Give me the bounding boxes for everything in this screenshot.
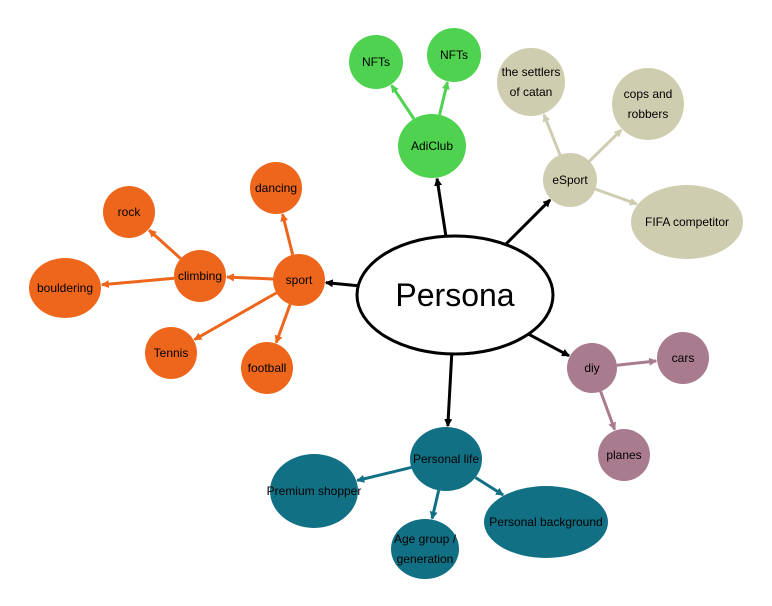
node-planes (598, 429, 650, 481)
node-sport (273, 254, 325, 306)
node-nfts1 (349, 35, 403, 89)
node-premium (270, 454, 358, 528)
edge-esport-to-settlers (542, 113, 562, 156)
node-fifa (631, 185, 743, 259)
edge-adiclub-to-nfts1 (390, 84, 416, 120)
edge-persona-to-esport (504, 198, 552, 246)
nodes (29, 28, 743, 579)
edge-esport-to-cops (588, 128, 623, 163)
node-bouldering (29, 258, 101, 318)
edge-esport-to-fifa (594, 187, 638, 206)
node-dancing (250, 162, 302, 214)
node-adiclub (398, 114, 466, 178)
edges (100, 81, 658, 520)
node-background (484, 486, 608, 558)
edge-sport-to-dancing (280, 213, 295, 256)
node-cars (657, 332, 709, 384)
node-tennis (145, 327, 197, 379)
edge-diy-to-planes (599, 390, 617, 431)
edge-persona-to-sport (324, 279, 359, 288)
node-personal-life (410, 427, 482, 491)
node-esport (543, 153, 597, 207)
node-rock (103, 186, 155, 238)
edge-sport-to-football (274, 303, 292, 344)
node-nfts2 (427, 28, 481, 82)
node-climbing (174, 250, 226, 302)
edge-personal_life-to-background (474, 476, 504, 497)
edge-persona-to-diy (527, 332, 570, 358)
edge-sport-to-climbing (225, 273, 274, 282)
node-cops (612, 68, 684, 140)
edge-persona-to-adiclub (434, 177, 448, 237)
node-settlers (497, 48, 565, 116)
node-age (391, 519, 459, 579)
node-diy (567, 343, 617, 393)
node-persona (355, 234, 555, 356)
edge-adiclub-to-nfts2 (438, 81, 450, 116)
edge-climbing-to-bouldering (100, 276, 175, 289)
edge-personal_life-to-age (429, 489, 441, 520)
edge-climbing-to-rock (148, 228, 182, 260)
node-football (241, 342, 293, 394)
edge-personal_life-to-premium (356, 465, 412, 483)
edge-sport-to-tennis (193, 291, 278, 341)
edge-persona-to-personal_life (444, 353, 454, 428)
edge-diy-to-cars (616, 357, 658, 367)
